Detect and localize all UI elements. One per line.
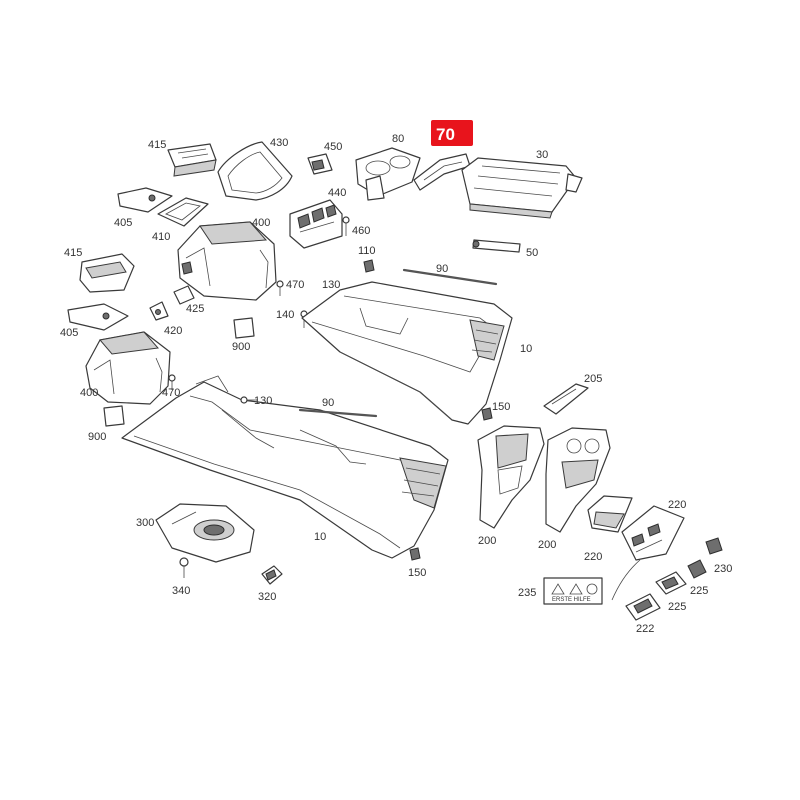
label-110: 110 — [358, 245, 376, 257]
label-410: 410 — [152, 231, 170, 243]
part-900-clip-lower — [103, 405, 125, 427]
part-460-screw — [342, 216, 350, 236]
part-405-mat-lower — [67, 303, 129, 331]
part-430-lid — [217, 141, 293, 201]
part-90-rod-upper — [402, 268, 498, 286]
label-130-lower: 130 — [254, 395, 272, 407]
part-30-armrest — [461, 157, 583, 219]
part-400-storage-lower — [85, 331, 171, 405]
label-80: 80 — [392, 133, 404, 145]
label-425: 425 — [186, 303, 204, 315]
part-320-connector — [261, 565, 283, 585]
label-220-upper: 220 — [668, 499, 686, 511]
label-150-lower: 150 — [408, 567, 426, 579]
label-220-lower: 220 — [584, 551, 602, 563]
label-450: 450 — [324, 141, 342, 153]
part-425-knob — [173, 285, 195, 305]
part-415-tray-lower — [79, 253, 135, 293]
part-110-clip — [363, 259, 375, 273]
part-150-clip-upper — [481, 407, 493, 421]
part-440-switch-block — [289, 199, 343, 249]
part-400-storage-top — [177, 221, 277, 301]
label-470-lower: 470 — [162, 387, 180, 399]
part-415-tray — [167, 143, 217, 177]
label-222: 222 — [636, 623, 654, 635]
label-415-lower: 415 — [64, 247, 82, 259]
label-70-highlighted: 70 — [436, 125, 455, 144]
label-415: 415 — [148, 139, 166, 151]
part-225-switch-a — [655, 571, 687, 595]
label-10-upper: 10 — [520, 343, 532, 355]
label-230: 230 — [714, 563, 732, 575]
label-470-upper: 470 — [286, 279, 304, 291]
part-225-switch-b — [625, 593, 661, 621]
label-30: 30 — [536, 149, 548, 161]
part-420-knob — [149, 301, 169, 321]
label-140: 140 — [276, 309, 294, 321]
part-450-clip — [307, 153, 333, 175]
part-300-bin — [155, 503, 255, 563]
part-70-trim — [413, 153, 471, 191]
label-205: 205 — [584, 373, 602, 385]
part-200-rear-panel-right — [545, 427, 611, 533]
label-50: 50 — [526, 247, 538, 259]
part-130-screw-lower — [240, 396, 258, 404]
part-470-screw-upper — [276, 280, 284, 296]
part-405-mat-top — [117, 187, 173, 213]
label-200-left: 200 — [478, 535, 496, 547]
part-410-insert — [157, 197, 209, 227]
label-225-right: 225 — [690, 585, 708, 597]
svg-text:ERSTE HILFE: ERSTE HILFE — [552, 597, 591, 603]
label-225-center: 225 — [668, 601, 686, 613]
label-420: 420 — [164, 325, 182, 337]
label-400: 400 — [252, 217, 270, 229]
part-80-cupholder — [355, 147, 421, 201]
part-10-console-upper — [301, 281, 513, 425]
label-90-lower: 90 — [322, 397, 334, 409]
label-900-lower: 900 — [88, 431, 106, 443]
part-230-switch — [687, 537, 723, 579]
part-220-switch-module — [621, 505, 685, 561]
wire — [611, 559, 641, 601]
label-400-lower: 400 — [80, 387, 98, 399]
label-430: 430 — [270, 137, 288, 149]
label-460: 460 — [352, 225, 370, 237]
label-300: 300 — [136, 517, 154, 529]
label-10-lower: 10 — [314, 531, 326, 543]
part-340-screw — [179, 557, 189, 578]
part-470-screw-lower — [168, 374, 176, 390]
label-130-upper: 130 — [322, 279, 340, 291]
label-320: 320 — [258, 591, 276, 603]
part-205-panel — [543, 383, 589, 415]
part-150-clip-lower — [409, 547, 421, 561]
label-900-upper: 900 — [232, 341, 250, 353]
label-90-upper: 90 — [436, 263, 448, 275]
label-405-lower: 405 — [60, 327, 78, 339]
label-200-right: 200 — [538, 539, 556, 551]
highlight-badge — [431, 120, 473, 146]
label-440: 440 — [328, 187, 346, 199]
part-50-rod — [472, 239, 521, 253]
part-220-cover-a — [587, 495, 633, 533]
label-405: 405 — [114, 217, 132, 229]
label-235: 235 — [518, 587, 536, 599]
part-235-warning-label: ERSTE HILFE — [543, 577, 603, 605]
label-340: 340 — [172, 585, 190, 597]
part-90-rod-lower — [298, 408, 378, 418]
part-900-clip-top — [233, 317, 255, 339]
label-150-upper: 150 — [492, 401, 510, 413]
part-200-rear-panel-left — [477, 425, 545, 529]
part-10-console-lower — [121, 375, 449, 559]
